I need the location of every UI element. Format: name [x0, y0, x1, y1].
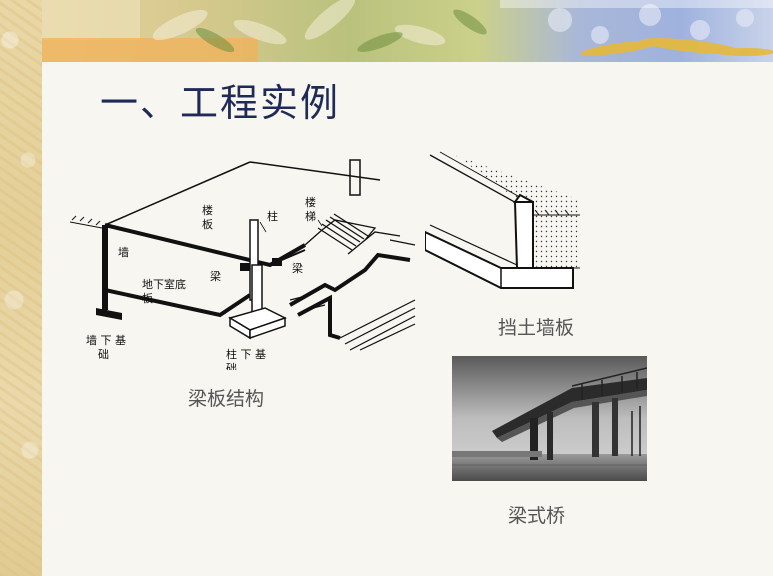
- beam-bridge-photo: [452, 356, 647, 481]
- decorative-top-banner: [0, 0, 773, 62]
- label-wall: 墙: [118, 245, 129, 259]
- label-column: 柱: [267, 209, 278, 223]
- caption-retaining-wall: 挡土墙板: [498, 317, 575, 339]
- label-basement-floor-2: 板: [142, 291, 153, 305]
- content-area: [42, 62, 773, 576]
- label-stair-1: 楼: [305, 195, 316, 209]
- slide-title: 一、工程实例: [100, 81, 341, 125]
- label-beam-left: 梁: [210, 269, 221, 283]
- label-basement-floor-1: 地下室底: [142, 277, 186, 291]
- label-column-foundation-1: 柱 下 基: [226, 347, 266, 361]
- decorative-left-strip: [0, 0, 42, 576]
- label-floor-slab-1: 楼: [202, 203, 213, 217]
- retaining-wall-diagram: [425, 151, 580, 289]
- caption-beam-bridge: 梁式桥: [508, 505, 566, 527]
- label-wall-foundation-1: 墙 下 基: [86, 333, 126, 347]
- caption-beam-slab: 梁板结构: [188, 388, 265, 410]
- label-stair-2: 梯: [305, 210, 316, 223]
- label-floor-slab-2: 板: [202, 217, 213, 231]
- label-beam-right: 梁: [292, 261, 303, 275]
- label-wall-foundation-2: 础: [98, 348, 109, 361]
- label-column-foundation-2: 础: [226, 362, 237, 370]
- beam-slab-diagram: 楼 板 柱 楼 梯 墙 梁 梁 地下室底 板 墙 下 基 础 柱 下 基 础: [69, 159, 416, 370]
